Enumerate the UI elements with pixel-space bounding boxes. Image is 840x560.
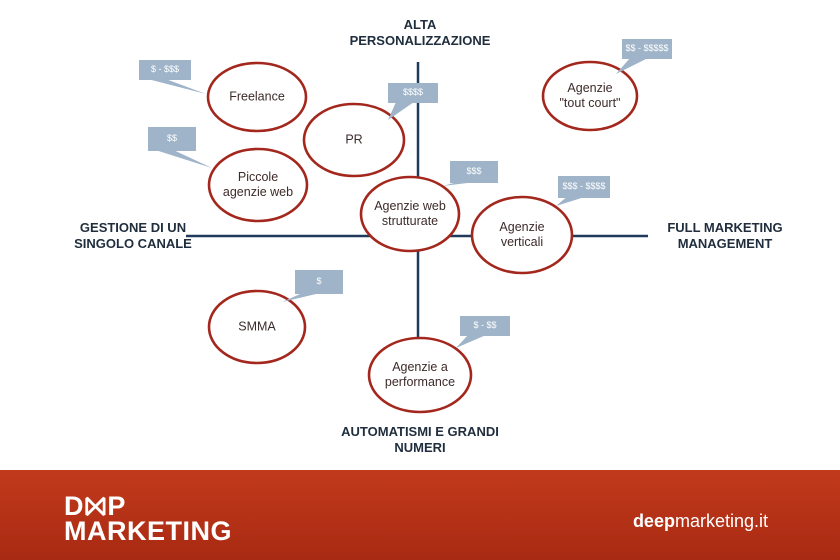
price-label-freelance: $ - $$$ xyxy=(150,64,180,74)
price-tag-pointer-freelance xyxy=(147,79,206,94)
price-label-verticali: $$$ - $$$$ xyxy=(562,181,606,191)
node-ellipse-smma xyxy=(207,289,307,365)
logo-word-marketing: MARKETING xyxy=(64,516,232,546)
node-label-performance: Agenzie a performance xyxy=(384,360,456,389)
price-tag-pointer-tout-court xyxy=(616,58,648,74)
price-label-tout-court: $$ - $$$$$ xyxy=(625,43,669,53)
price-tag-pointer-performance xyxy=(456,335,486,348)
axis-label-top: ALTA PERSONALIZZAZIONE xyxy=(349,17,491,48)
node-ellipse-strutturate xyxy=(359,175,461,253)
price-tag-pointer-smma xyxy=(282,293,321,302)
node-label-strutturate: Agenzie web strutturate xyxy=(374,199,446,228)
brand-logo: D⨝P MARKETING xyxy=(64,491,232,546)
price-tag-piccole xyxy=(148,127,196,151)
price-tag-strutturate xyxy=(450,161,498,183)
node-label-smma: SMMA xyxy=(238,319,276,334)
node-label-freelance: Freelance xyxy=(229,89,285,104)
axis-label-left: GESTIONE DI UN SINGOLO CANALE xyxy=(74,220,192,251)
axis-label-bottom: AUTOMATISMI E GRANDI NUMERI xyxy=(341,424,499,455)
site-url-rest: marketing.it xyxy=(674,511,768,531)
footer-bar: D⨝P MARKETING deepmarketing.it xyxy=(0,470,840,560)
logo-word-deep: D⨝P xyxy=(64,491,127,521)
price-label-pr: $$$$ xyxy=(402,87,424,97)
node-ellipse-freelance xyxy=(206,61,308,133)
node-ellipse-tout-court xyxy=(541,60,639,132)
node-ellipse-piccole xyxy=(207,147,309,223)
price-tag-freelance xyxy=(139,60,191,80)
node-ellipse-pr xyxy=(302,102,406,178)
price-tag-tout-court xyxy=(622,39,672,59)
positioning-diagram xyxy=(139,39,672,414)
axis-label-right: FULL MARKETING MANAGEMENT xyxy=(667,220,783,251)
node-label-pr: PR xyxy=(345,132,363,147)
price-tag-pr xyxy=(388,83,438,103)
website-link[interactable]: deepmarketing.it xyxy=(633,511,768,532)
node-ellipse-verticali xyxy=(470,195,574,275)
node-label-verticali: Agenzie verticali xyxy=(499,220,545,249)
price-tag-performance xyxy=(460,316,510,336)
price-label-smma: $ xyxy=(316,276,322,286)
site-url-bold: deep xyxy=(632,511,675,531)
price-label-piccole: $$ xyxy=(166,133,178,143)
price-tag-pointer-verticali xyxy=(556,197,585,206)
price-tag-verticali xyxy=(558,176,610,198)
price-tag-pointer-piccole xyxy=(155,150,212,168)
node-label-tout-court: Agenzie "tout court" xyxy=(559,81,621,110)
price-tag-pointer-pr xyxy=(388,102,414,120)
price-label-strutturate: $$$ xyxy=(466,166,482,176)
node-label-piccole: Piccole agenzie web xyxy=(222,170,294,199)
price-tag-smma xyxy=(295,270,343,294)
node-ellipse-performance xyxy=(367,336,473,414)
price-label-performance: $ - $$ xyxy=(473,320,497,330)
